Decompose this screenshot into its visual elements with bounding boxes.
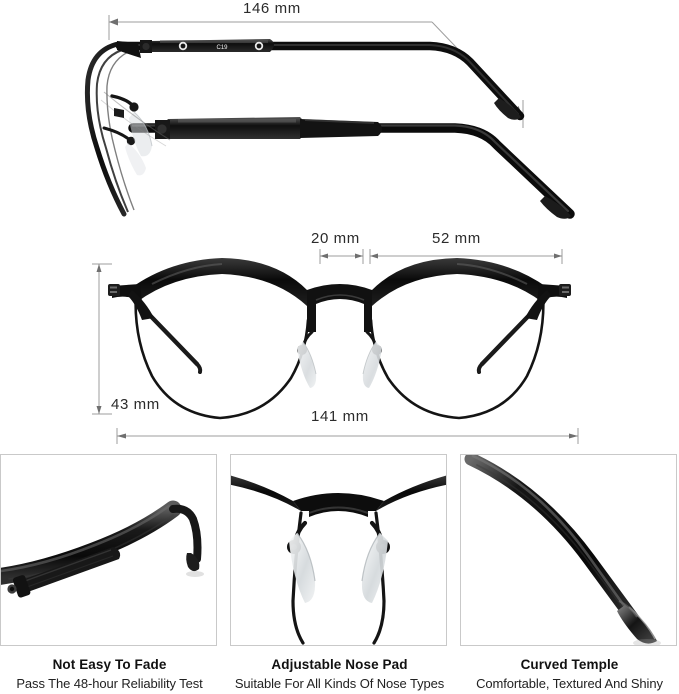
side-view-section: 146 mm [0, 0, 679, 228]
arrowhead-lens-right [554, 253, 562, 259]
arrowhead-lens-left [370, 253, 378, 259]
arrowhead-bridge-left [320, 253, 328, 259]
arrowhead-width-left [117, 433, 126, 439]
feature-subtitle-not-easy-to-fade: Pass The 48-hour Reliability Test [16, 676, 203, 692]
feature-image-curved-temple [460, 454, 677, 646]
side-view-illustration: C19 [84, 15, 575, 219]
feature-title-adjustable-nose-pad: Adjustable Nose Pad [271, 657, 408, 672]
feature-image-not-easy-to-fade [0, 454, 217, 646]
dimension-line-lens-height [92, 263, 112, 415]
temple-arm-closeup-illustration [1, 455, 216, 645]
dimension-label-frame-total-width: 141 mm [311, 408, 369, 425]
dimension-line-total-width [116, 428, 579, 444]
arrowhead-bridge-right [355, 253, 363, 259]
feature-panel-adjustable-nose-pad: Adjustable Nose Pad Suitable For All Kin… [230, 454, 449, 694]
nose-bridge-closeup-illustration [231, 455, 446, 645]
folded-glasses-artwork: C19 [84, 39, 575, 219]
frame-color-code: C19 [216, 45, 228, 51]
dimension-label-lens-width: 52 mm [432, 230, 481, 247]
arrowhead-width-right [569, 433, 578, 439]
feature-panel-row: Not Easy To Fade Pass The 48-hour Reliab… [0, 454, 679, 694]
feature-panel-curved-temple: Curved Temple Comfortable, Textured And … [460, 454, 679, 694]
feature-subtitle-adjustable-nose-pad: Suitable For All Kinds Of Nose Types [234, 676, 445, 692]
curved-temple-closeup-illustration [461, 455, 676, 645]
dimension-line-temple-length [108, 15, 524, 128]
feature-subtitle-curved-temple: Comfortable, Textured And Shiny [476, 676, 663, 692]
feature-caption-not-easy-to-fade: Not Easy To Fade Pass The 48-hour Reliab… [0, 646, 219, 694]
arrowhead-left [109, 18, 118, 26]
front-view-illustration [92, 249, 579, 444]
dimension-label-bridge-width: 20 mm [311, 230, 360, 247]
arrowhead-height-top [96, 264, 102, 272]
dimension-label-temple-length: 146 mm [243, 0, 301, 17]
front-view-section: 20 mm 52 mm 43 mm 141 mm [0, 228, 679, 454]
arrowhead-height-bottom [96, 406, 102, 414]
feature-title-curved-temple: Curved Temple [520, 657, 619, 672]
feature-panel-not-easy-to-fade: Not Easy To Fade Pass The 48-hour Reliab… [0, 454, 219, 694]
dimension-label-lens-height: 43 mm [111, 396, 160, 413]
feature-caption-curved-temple: Curved Temple Comfortable, Textured And … [460, 646, 679, 694]
feature-title-not-easy-to-fade: Not Easy To Fade [52, 657, 167, 672]
feature-caption-adjustable-nose-pad: Adjustable Nose Pad Suitable For All Kin… [230, 646, 449, 694]
feature-image-adjustable-nose-pad [230, 454, 447, 646]
glasses-front-artwork [108, 258, 571, 420]
features-section: Not Easy To Fade Pass The 48-hour Reliab… [0, 454, 679, 691]
